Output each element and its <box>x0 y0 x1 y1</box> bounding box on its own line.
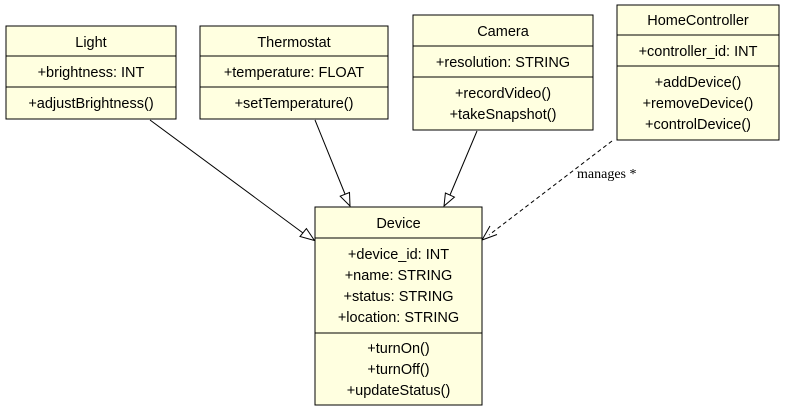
class-method: +setTemperature() <box>235 96 354 112</box>
class-attribute: +device_id: INT <box>348 247 449 263</box>
class-attribute: +location: STRING <box>338 310 459 326</box>
class-attribute: +resolution: STRING <box>436 55 570 71</box>
class-name: Camera <box>477 24 530 40</box>
inheritance-light-device <box>149 119 316 242</box>
class-camera: Camera +resolution: STRING +recordVideo(… <box>412 14 594 131</box>
class-method: +addDevice() <box>655 75 742 91</box>
class-home-controller: HomeController +controller_id: INT +addD… <box>616 4 780 141</box>
class-method: +recordVideo() <box>455 86 551 102</box>
class-method: +updateStatus() <box>347 383 451 399</box>
class-name: HomeController <box>647 13 749 29</box>
association-homecontroller-device <box>480 140 613 241</box>
inheritance-thermostat-device <box>314 119 351 208</box>
class-method: +takeSnapshot() <box>450 107 557 123</box>
class-method: +turnOn() <box>367 341 429 357</box>
class-light: Light +brightness: INT +adjustBrightness… <box>5 25 177 120</box>
class-name: Light <box>75 35 106 51</box>
manages-label: manages * <box>577 167 636 182</box>
class-method: +controlDevice() <box>645 117 751 133</box>
class-device: Device +device_id: INT +name: STRING +st… <box>314 206 483 406</box>
class-name: Thermostat <box>257 35 330 51</box>
class-attribute: +brightness: INT <box>38 65 145 81</box>
class-name: Device <box>376 216 420 232</box>
class-thermostat: Thermostat +temperature: FLOAT +setTempe… <box>199 25 389 120</box>
class-attribute: +name: STRING <box>345 268 453 284</box>
class-attribute: +controller_id: INT <box>639 44 758 60</box>
class-attribute: +status: STRING <box>344 289 454 305</box>
inheritance-camera-device <box>443 130 478 208</box>
class-method: +turnOff() <box>367 362 429 378</box>
class-method: +removeDevice() <box>643 96 754 112</box>
class-method: +adjustBrightness() <box>28 96 153 112</box>
class-attribute: +temperature: FLOAT <box>224 65 364 81</box>
